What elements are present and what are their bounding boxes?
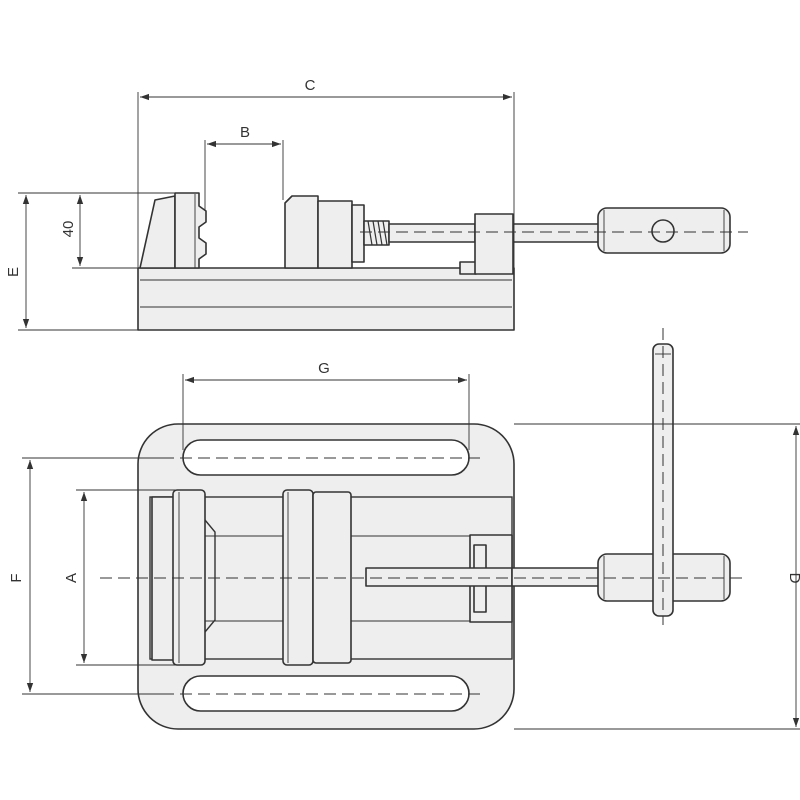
- top-handle-rod: [511, 567, 603, 587]
- side-moving-jaw: [317, 200, 353, 269]
- dimension-label-40: 40: [60, 221, 77, 238]
- top-view: [100, 328, 748, 730]
- dimension-label-g: G: [318, 360, 330, 377]
- dimension-label-d: D: [786, 573, 800, 584]
- top-screw-rod: [365, 567, 513, 587]
- side-moving-jaw-plate: [284, 195, 319, 269]
- side-fixed-jaw-plate: [174, 192, 207, 269]
- dimension-label-a: A: [63, 573, 80, 583]
- side-view: [137, 192, 748, 331]
- dimension-label-c: C: [305, 77, 316, 94]
- dimension-label-f: F: [8, 573, 25, 582]
- side-fixed-jaw: [139, 195, 176, 269]
- side-bearing-block: [474, 213, 514, 275]
- side-handle-rod: [512, 223, 602, 243]
- dimension-label-b: B: [240, 124, 250, 141]
- dimension-labels: C B 40 E G F A D: [5, 77, 800, 584]
- dimension-lines: [18, 92, 800, 730]
- side-base: [137, 267, 515, 331]
- side-screw-rod: [388, 223, 476, 243]
- side-handle-hole: [651, 219, 675, 243]
- dimension-label-e: E: [5, 267, 22, 277]
